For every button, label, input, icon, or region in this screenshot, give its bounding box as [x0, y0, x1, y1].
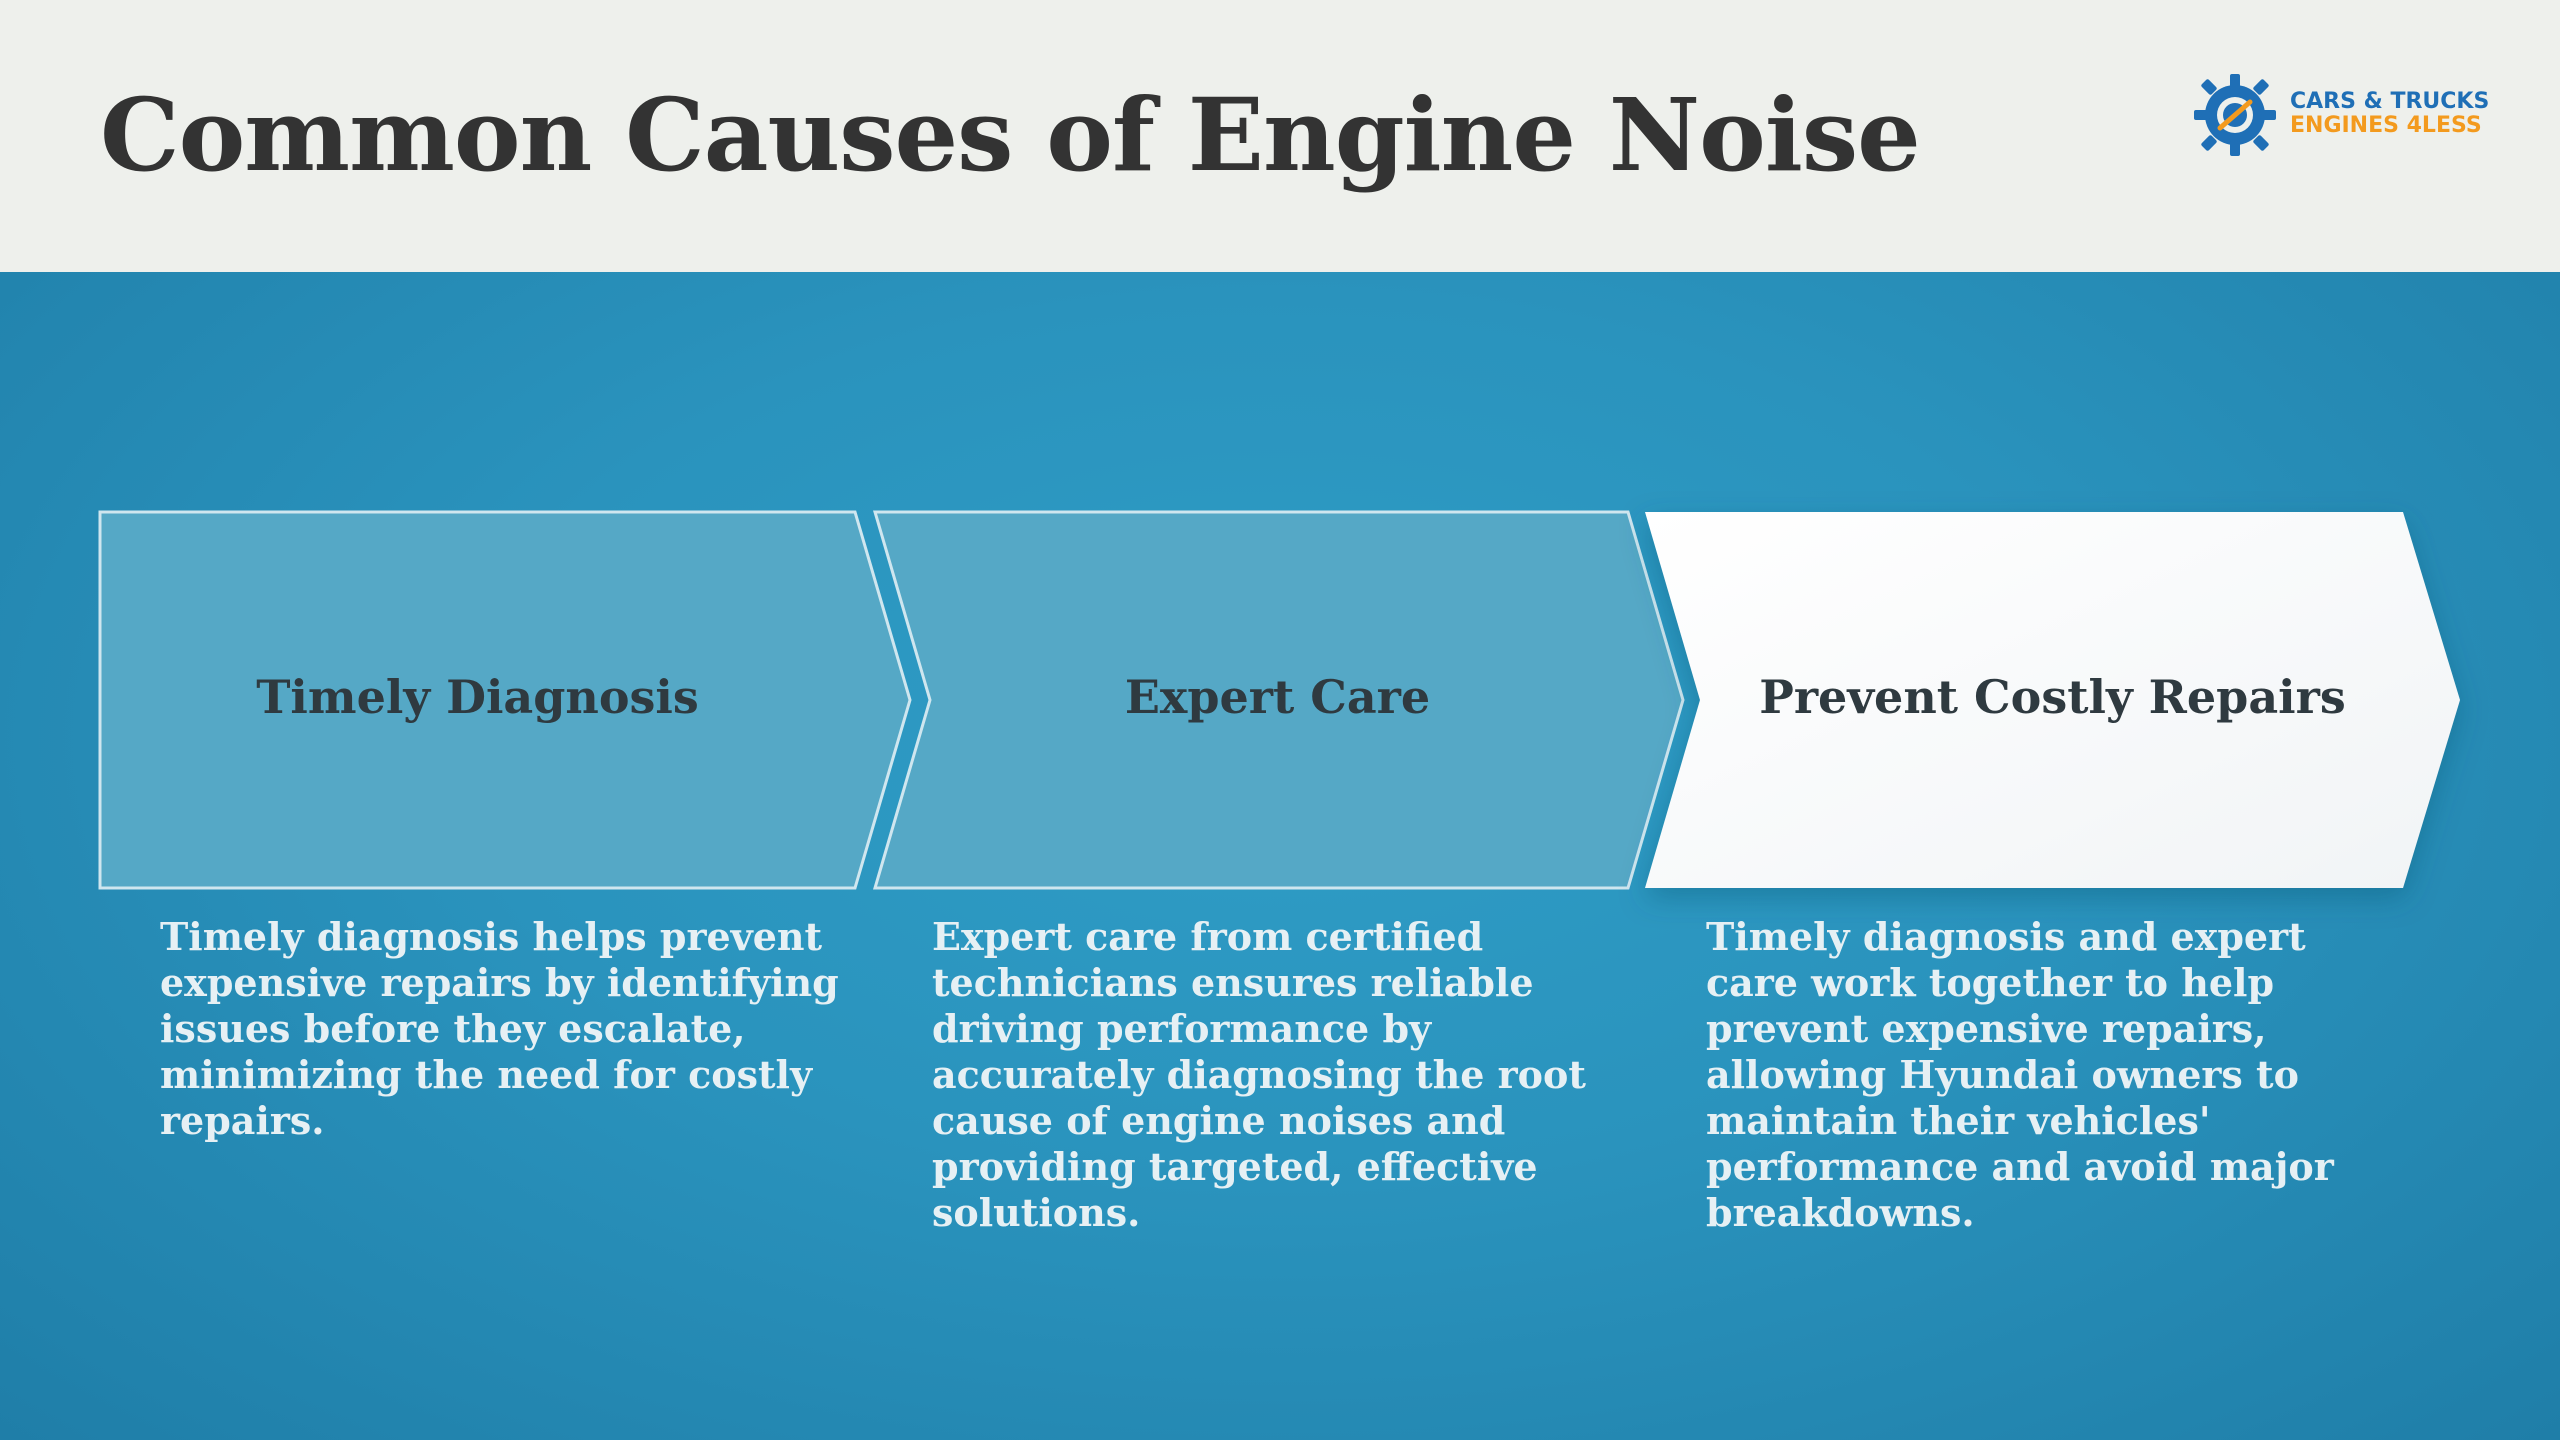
gear-engine-logo-icon — [2194, 74, 2276, 156]
step-description-prevent-costly-repairs: Timely diagnosis and expert care work to… — [1706, 914, 2334, 1235]
step-label-timely-diagnosis: Timely Diagnosis — [256, 670, 699, 724]
step-description-timely-diagnosis: Timely diagnosis helps prevent expensive… — [160, 914, 839, 1143]
chevron-step-1 — [98, 510, 912, 890]
process-chevrons — [98, 510, 2460, 890]
step-label-prevent-costly-repairs: Prevent Costly Repairs — [1759, 670, 2346, 724]
step-description-expert-care: Expert care from certified technicians e… — [932, 914, 1586, 1235]
chevron-step-2 — [872, 510, 1685, 890]
step-label-expert-care: Expert Care — [1124, 670, 1431, 724]
header-bar: Common Causes of Engine Noise CARS & TRU… — [0, 0, 2560, 272]
content-area: Timely Diagnosis Expert Care Prevent Cos… — [0, 272, 2560, 1440]
logo-text-line2: ENGINES 4LESS — [2290, 113, 2482, 138]
page-title: Common Causes of Engine Noise — [100, 76, 1921, 194]
brand-logo: CARS & TRUCKS ENGINES 4LESS — [2190, 70, 2490, 160]
logo-text-line1: CARS & TRUCKS — [2290, 89, 2490, 114]
chevron-step-3 — [1645, 512, 2460, 888]
